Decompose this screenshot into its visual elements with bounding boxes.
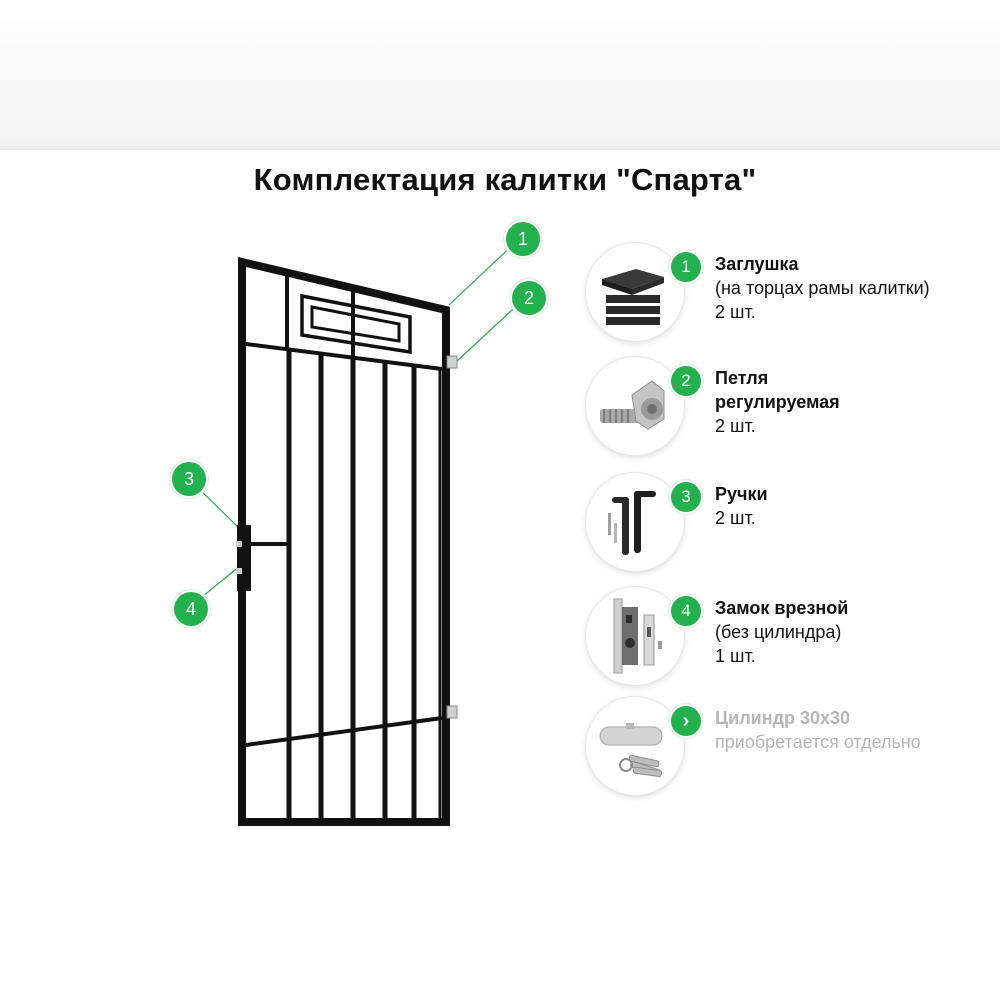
component-item-cylinder: › Цилиндр 30х30 приобретается отдельно (585, 696, 995, 806)
component-item-hinge: 2 Петля регулируемая 2 шт. (585, 356, 995, 466)
item-number-badge: 1 (669, 250, 703, 284)
item-desc: (на торцах рамы калитки) (715, 278, 930, 298)
item-name: Замок врезной (715, 598, 849, 618)
item-qty: 2 шт. (715, 508, 756, 528)
diagram-callout-4: 4 (174, 592, 208, 626)
diagram-callout-2: 2 (512, 281, 546, 315)
component-item-end-cap: 1 Заглушка (на торцах рамы калитки) 2 шт… (585, 242, 995, 352)
item-text: Петля регулируемая 2 шт. (715, 366, 840, 438)
item-qty: 2 шт. (715, 302, 756, 322)
end-cap-icon (585, 242, 685, 342)
item-name: Цилиндр 30х30 (715, 708, 851, 728)
item-text: Замок врезной (без цилиндра) 1 шт. (715, 596, 848, 668)
diagram-callout-3: 3 (172, 462, 206, 496)
item-desc: (без цилиндра) (715, 622, 842, 642)
component-item-handles: 3 Ручки 2 шт. (585, 472, 995, 582)
item-qty: 2 шт. (715, 416, 756, 436)
item-text: Ручки 2 шт. (715, 482, 768, 530)
lock-cylinder-icon (585, 696, 685, 796)
item-text: Цилиндр 30х30 приобретается отдельно (715, 706, 921, 754)
chevron-right-icon: › (669, 704, 703, 738)
item-name: Петля (715, 368, 769, 388)
item-number-badge: 2 (669, 364, 703, 398)
item-name: Заглушка (715, 254, 799, 274)
item-name: Ручки (715, 484, 768, 504)
item-qty: 1 шт. (715, 646, 756, 666)
diagram-callout-1: 1 (506, 222, 540, 256)
item-text: Заглушка (на торцах рамы калитки) 2 шт. (715, 252, 930, 324)
handles-icon (585, 472, 685, 572)
page-title: Комплектация калитки "Спарта" (253, 162, 757, 197)
item-number-badge: 3 (669, 480, 703, 514)
component-item-mortise-lock: 4 Замок врезной (без цилиндра) 1 шт. (585, 586, 995, 696)
adjustable-hinge-icon (585, 356, 685, 456)
mortise-lock-icon (585, 586, 685, 686)
item-desc: регулируемая (715, 392, 840, 412)
item-number-badge: 4 (669, 594, 703, 628)
item-desc: приобретается отдельно (715, 732, 921, 752)
top-band (0, 0, 1000, 150)
